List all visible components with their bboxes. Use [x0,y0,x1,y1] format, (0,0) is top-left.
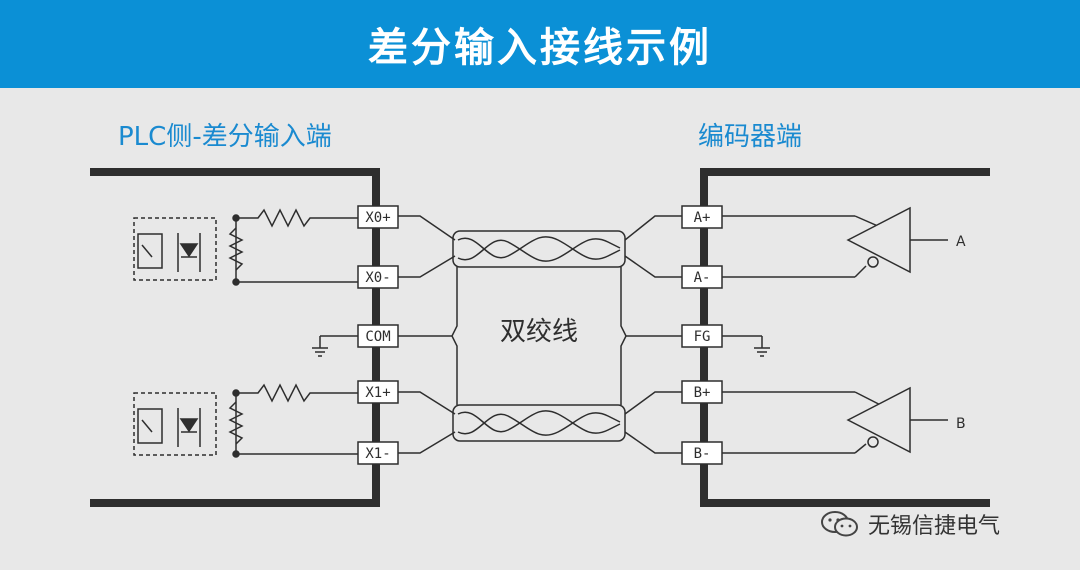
plc-terminal-label: X1+ [365,385,390,401]
page-title: 差分输入接线示例 [368,25,712,71]
encoder-terminal-label: A+ [694,210,711,226]
plc-terminal-com [357,324,399,348]
twisted-pair-shield-top [452,230,626,268]
plc-terminal-label: X1- [365,446,390,462]
plc-terminal-x1-minus [357,441,399,465]
watermark: 无锡信捷电气 [820,508,1000,540]
plc-terminal-x1-plus [357,380,399,404]
wechat-icon [821,511,858,537]
plc-terminal-x0-plus [357,205,399,229]
line-driver-a: A [722,206,966,278]
optocoupler-circuit-x1 [133,383,376,458]
encoder-terminal-block: A+ A- FG B+ B- [681,205,723,465]
encoder-output-label: B [956,416,966,432]
plc-terminal-label: COM [365,329,390,345]
encoder-side-label: 编码器端 [698,122,803,152]
twisted-pair-shield-bottom [452,404,626,442]
encoder-terminal-a-plus [681,205,723,229]
plc-terminal-label: X0+ [365,210,390,226]
line-driver-b: B [722,386,966,454]
plc-terminal-label: X0- [365,270,390,286]
cable-wires [398,215,682,454]
encoder-terminal-label: A- [694,270,711,286]
cable-label: 双绞线 [500,317,578,347]
plc-side-label: PLC侧-差分输入端 [118,122,332,152]
encoder-output-label: A [956,234,966,250]
watermark-text: 无锡信捷电气 [868,514,1001,539]
encoder-terminal-label: B- [694,446,711,462]
plc-terminal-x0-minus [357,265,399,289]
encoder-terminal-label: FG [694,329,711,345]
plc-terminal-block: X0+ X0- COM X1+ X1- [357,205,399,465]
optocoupler-circuit-x0 [133,208,376,286]
header-bar: 差分输入接线示例 [0,0,1080,88]
encoder-terminal-label: B+ [694,385,711,401]
encoder-ground-symbol [722,335,770,357]
plc-ground-symbol [312,335,360,357]
